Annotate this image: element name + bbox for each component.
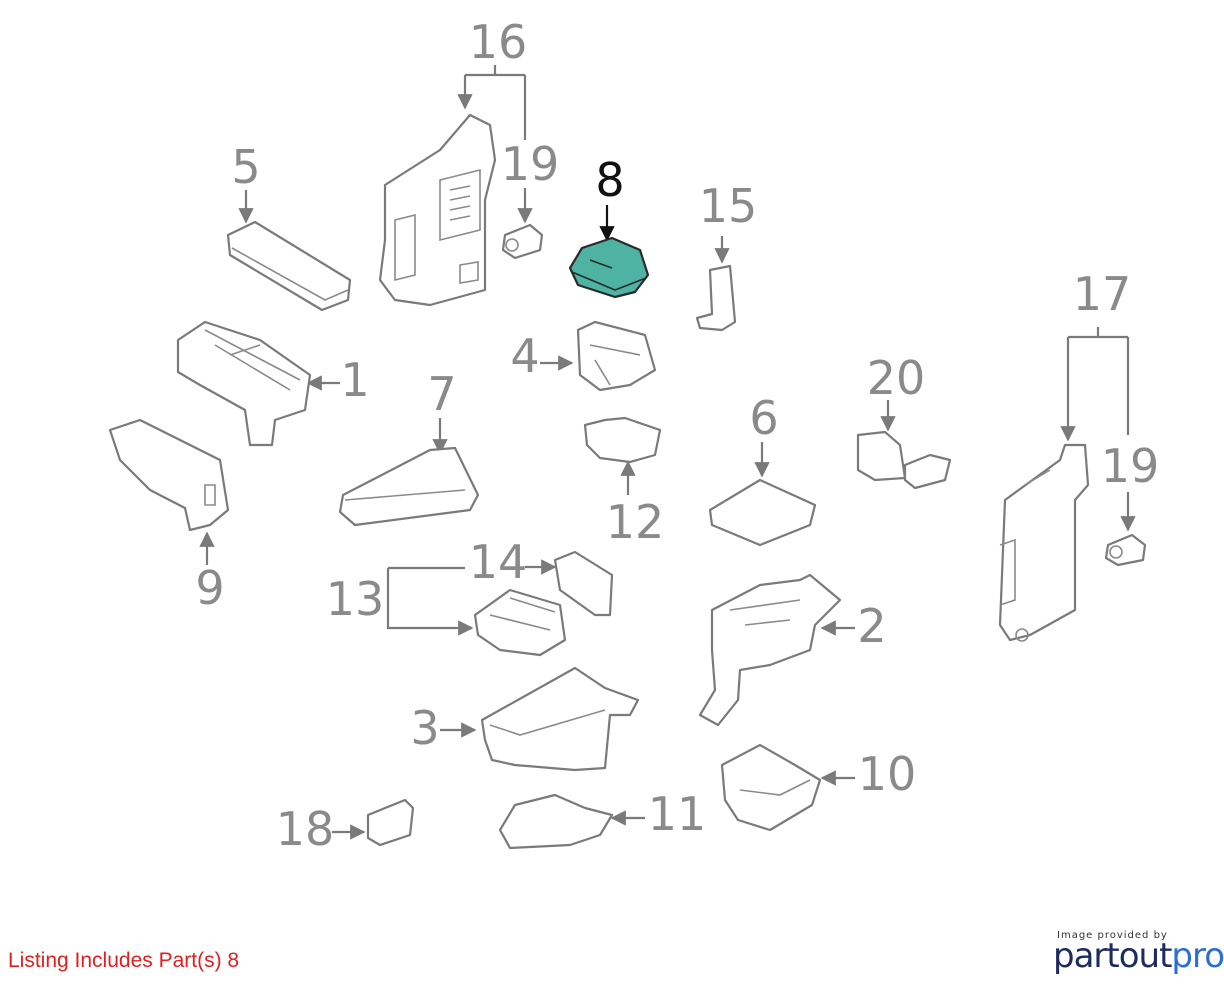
partoutpro-logo: partoutpro bbox=[1053, 936, 1224, 976]
callout-5: 5 bbox=[231, 140, 260, 194]
callout-4: 4 bbox=[510, 329, 539, 383]
part-1-fuse-block[interactable] bbox=[176, 320, 312, 447]
leader-16 bbox=[465, 65, 525, 108]
callout-7: 7 bbox=[427, 367, 456, 421]
part-15-bracket[interactable] bbox=[695, 264, 737, 332]
leader-17 bbox=[1068, 327, 1128, 440]
part-16-relay-block[interactable] bbox=[378, 113, 497, 307]
callout-14: 14 bbox=[469, 535, 528, 589]
part-20-connector[interactable] bbox=[856, 430, 952, 490]
callout-1: 1 bbox=[340, 353, 369, 407]
part-5-cover[interactable] bbox=[226, 220, 352, 312]
callout-17: 17 bbox=[1073, 267, 1132, 321]
callout-20: 20 bbox=[867, 351, 926, 405]
callout-3: 3 bbox=[410, 701, 439, 755]
part-19-clip-right[interactable] bbox=[1104, 533, 1147, 567]
part-10-lower-cover[interactable] bbox=[720, 743, 822, 832]
part-14-relay-cover[interactable] bbox=[553, 550, 614, 617]
callout-8: 8 bbox=[595, 153, 624, 207]
image-credit-label: Image provided by bbox=[1057, 930, 1168, 941]
brand-part-1: partout bbox=[1053, 936, 1172, 976]
part-8-cover-highlighted[interactable] bbox=[568, 236, 650, 299]
callout-18: 18 bbox=[276, 802, 335, 856]
part-19-clip-top[interactable] bbox=[501, 223, 544, 260]
callout-19-right: 19 bbox=[1101, 439, 1160, 493]
brand-part-2: pro bbox=[1171, 936, 1224, 976]
part-6-module[interactable] bbox=[708, 478, 817, 547]
leader-13 bbox=[386, 566, 472, 628]
part-11-bracket[interactable] bbox=[498, 793, 614, 850]
part-2-junction-block[interactable] bbox=[698, 573, 842, 727]
callout-12: 12 bbox=[606, 495, 665, 549]
callout-6: 6 bbox=[749, 391, 778, 445]
part-13-fuse-holder[interactable] bbox=[473, 588, 567, 657]
callout-13: 13 bbox=[326, 572, 385, 626]
listing-note: Listing Includes Part(s) 8 bbox=[8, 949, 240, 972]
callout-19-top: 19 bbox=[501, 137, 560, 191]
callout-15: 15 bbox=[699, 179, 758, 233]
part-4-relay[interactable] bbox=[576, 320, 657, 392]
part-3-box[interactable] bbox=[480, 666, 640, 772]
callout-2: 2 bbox=[857, 599, 886, 653]
part-7-cover[interactable] bbox=[338, 446, 480, 527]
part-18-fuse[interactable] bbox=[366, 798, 415, 847]
callout-10: 10 bbox=[858, 747, 917, 801]
callout-9: 9 bbox=[195, 561, 224, 615]
callout-11: 11 bbox=[648, 787, 707, 841]
part-12-bracket[interactable] bbox=[583, 416, 662, 464]
part-9-bracket[interactable] bbox=[108, 418, 230, 532]
callout-16: 16 bbox=[469, 15, 528, 69]
part-17-control-module[interactable] bbox=[998, 443, 1090, 642]
